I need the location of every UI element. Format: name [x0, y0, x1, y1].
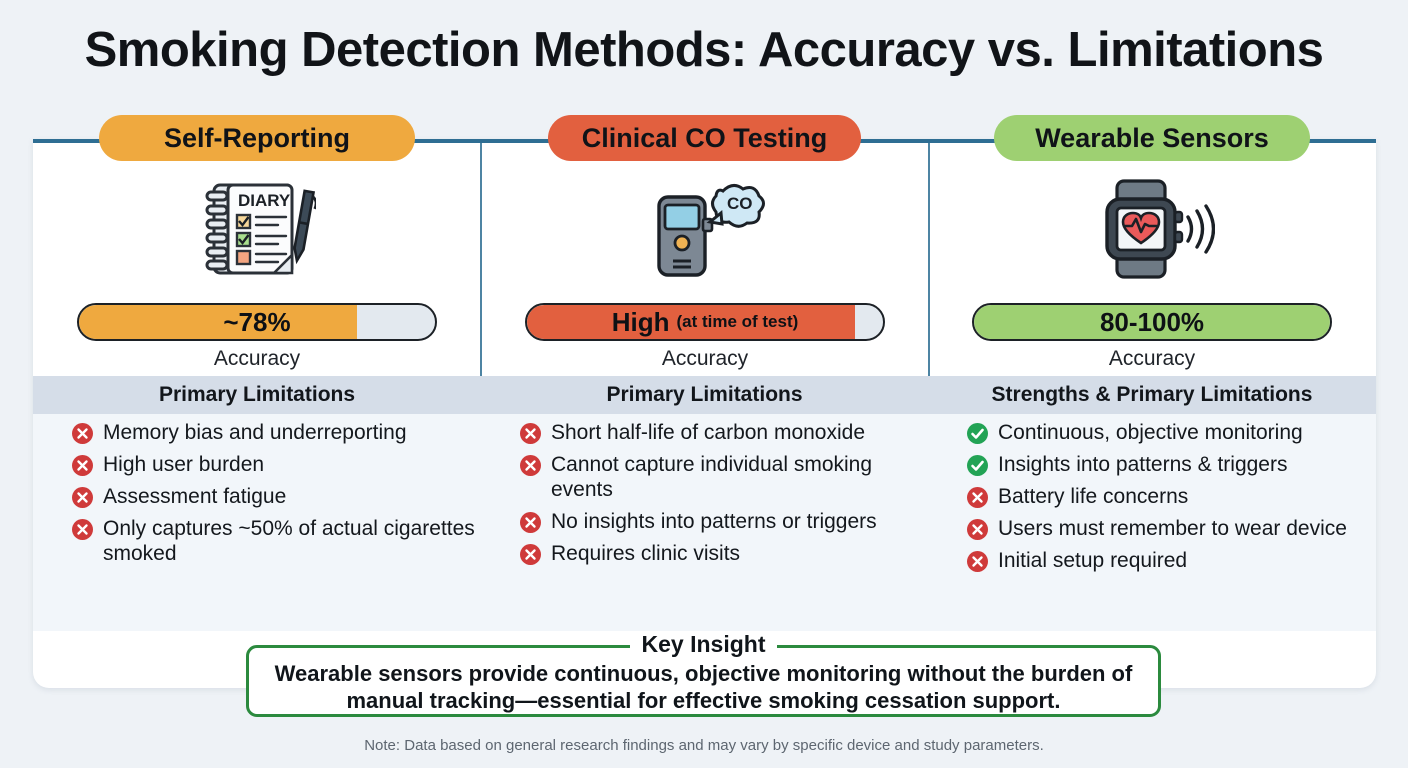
- smartwatch-heartrate-icon: [928, 175, 1376, 283]
- accuracy-bar-fill: [527, 305, 855, 339]
- co-monitor-icon: CO: [481, 175, 929, 283]
- check-icon: [966, 422, 989, 445]
- list-item: Battery life concerns: [966, 484, 1386, 509]
- limitations-list-self-reporting: Memory bias and underreporting High user…: [71, 420, 476, 573]
- cross-icon: [519, 454, 542, 477]
- list-item-label: Memory bias and underreporting: [103, 421, 407, 444]
- list-item-label: Initial setup required: [998, 549, 1188, 572]
- limitations-header-band: Primary Limitations Primary Limitations …: [33, 376, 1376, 414]
- list-item-label: Insights into patterns & triggers: [998, 453, 1288, 476]
- list-item: Memory bias and underreporting: [71, 420, 476, 445]
- list-item-label: Short half-life of carbon monoxide: [551, 421, 866, 444]
- svg-text:DIARY: DIARY: [238, 191, 291, 210]
- list-item: Short half-life of carbon monoxide: [519, 420, 924, 445]
- cross-icon: [519, 511, 542, 534]
- cross-icon: [519, 543, 542, 566]
- list-header-wearable: Strengths & Primary Limitations: [991, 383, 1313, 406]
- comparison-card: DIARY: [33, 139, 1376, 688]
- cross-icon: [71, 518, 94, 541]
- svg-text:CO: CO: [727, 194, 753, 213]
- accuracy-value: ~78%: [223, 306, 291, 337]
- header-pill-self-reporting: Self-Reporting: [99, 115, 415, 161]
- header-pill-wearable-sensors: Wearable Sensors: [994, 115, 1310, 161]
- page-title: Smoking Detection Methods: Accuracy vs. …: [84, 23, 1324, 77]
- accuracy-value-sub: (at time of test): [676, 312, 799, 331]
- key-insight-box: Key Insight Wearable sensors provide con…: [246, 631, 1161, 717]
- key-insight-title-wrap: Key Insight: [249, 631, 1158, 658]
- list-item-label: Assessment fatigue: [103, 485, 287, 508]
- accuracy-caption: Accuracy: [661, 347, 749, 370]
- list-item-label: Battery life concerns: [998, 485, 1189, 508]
- cross-icon: [71, 486, 94, 509]
- list-header-clinical-co: Primary Limitations: [606, 383, 803, 406]
- cross-icon: [966, 518, 989, 541]
- cross-icon: [966, 486, 989, 509]
- list-item: Insights into patterns & triggers: [966, 452, 1386, 477]
- list-item: Initial setup required: [966, 548, 1386, 573]
- list-item-label: Continuous, objective monitoring: [998, 421, 1303, 444]
- list-item: Continuous, objective monitoring: [966, 420, 1386, 445]
- accuracy-caption: Accuracy: [1108, 347, 1196, 370]
- list-item: No insights into patterns or triggers: [519, 509, 924, 534]
- cross-icon: [71, 422, 94, 445]
- accuracy-bar-fill: [974, 305, 1330, 339]
- accuracy-bar-self-reporting: ~78% Accuracy: [33, 303, 481, 371]
- list-item: Users must remember to wear device: [966, 516, 1386, 541]
- limitations-list-clinical-co: Short half-life of carbon monoxide Canno…: [519, 420, 924, 573]
- accuracy-caption: Accuracy: [213, 347, 301, 370]
- cross-icon: [71, 454, 94, 477]
- list-item-label: High user burden: [103, 453, 265, 476]
- header-pill-clinical-co-testing: Clinical CO Testing: [548, 115, 861, 161]
- cross-icon: [966, 550, 989, 573]
- list-item-label: Only captures ~50% of actual cigarettes …: [103, 517, 475, 565]
- cross-icon: [519, 422, 542, 445]
- accuracy-bar-fill: [79, 305, 357, 339]
- key-insight-title: Key Insight: [629, 631, 778, 657]
- list-item-label: Requires clinic visits: [551, 542, 741, 565]
- accuracy-value: 80-100%: [1099, 306, 1205, 337]
- list-item-label: Cannot capture individual smoking events: [551, 453, 873, 501]
- list-header-self-reporting: Primary Limitations: [158, 383, 356, 406]
- list-item: Only captures ~50% of actual cigarettes …: [71, 516, 476, 566]
- diary-notebook-icon: DIARY: [33, 175, 481, 283]
- strengths-limitations-list-wearable: Continuous, objective monitoring Insight…: [966, 420, 1386, 580]
- check-icon: [966, 454, 989, 477]
- key-insight-body: Wearable sensors provide continuous, obj…: [274, 661, 1133, 713]
- list-item-label: Users must remember to wear device: [998, 517, 1347, 540]
- lists-background: [33, 414, 1376, 631]
- accuracy-bar-wearable: 80-100% Accuracy: [928, 303, 1376, 371]
- accuracy-bar-clinical-co: High (at time of test) Accuracy: [481, 303, 929, 371]
- list-item: Cannot capture individual smoking events: [519, 452, 924, 502]
- list-item: Assessment fatigue: [71, 484, 476, 509]
- list-item-label: No insights into patterns or triggers: [551, 510, 877, 533]
- footer-note: Note: Data based on general research fin…: [364, 737, 1044, 754]
- list-item: Requires clinic visits: [519, 541, 924, 566]
- list-item: High user burden: [71, 452, 476, 477]
- accuracy-value: High: [611, 306, 670, 337]
